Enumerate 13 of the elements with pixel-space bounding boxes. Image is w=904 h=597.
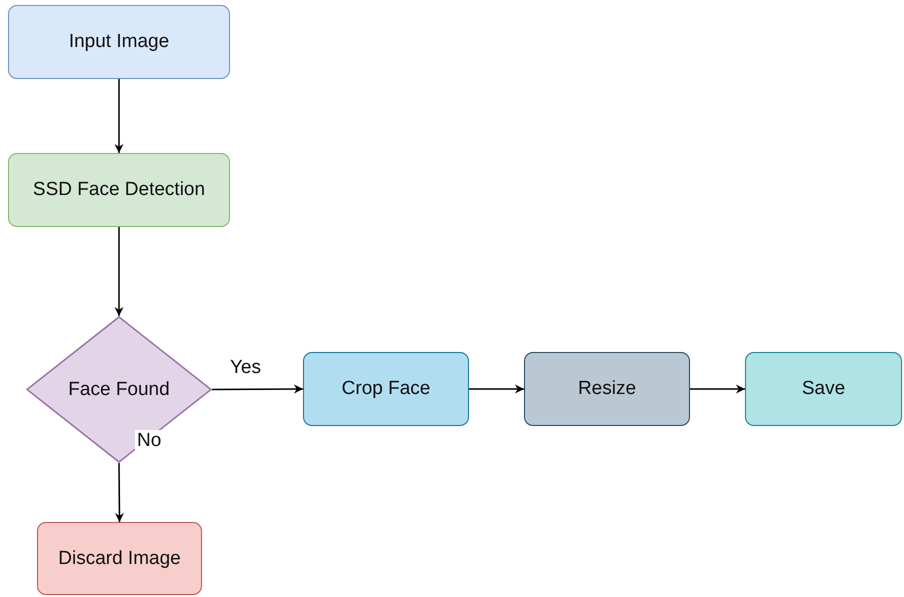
arrow [114,79,124,153]
arrow [690,384,745,394]
process-box: Input Image [8,5,230,79]
arrow [114,227,124,316]
edge-label: No [135,430,164,452]
process-box: SSD Face Detection [8,153,230,227]
process-box: Resize [524,352,690,426]
arrow [212,384,303,394]
process-box: Discard Image [37,522,202,595]
arrow [114,463,124,522]
arrow [469,384,524,394]
process-box: Save [745,352,902,426]
process-box: Crop Face [303,352,469,426]
